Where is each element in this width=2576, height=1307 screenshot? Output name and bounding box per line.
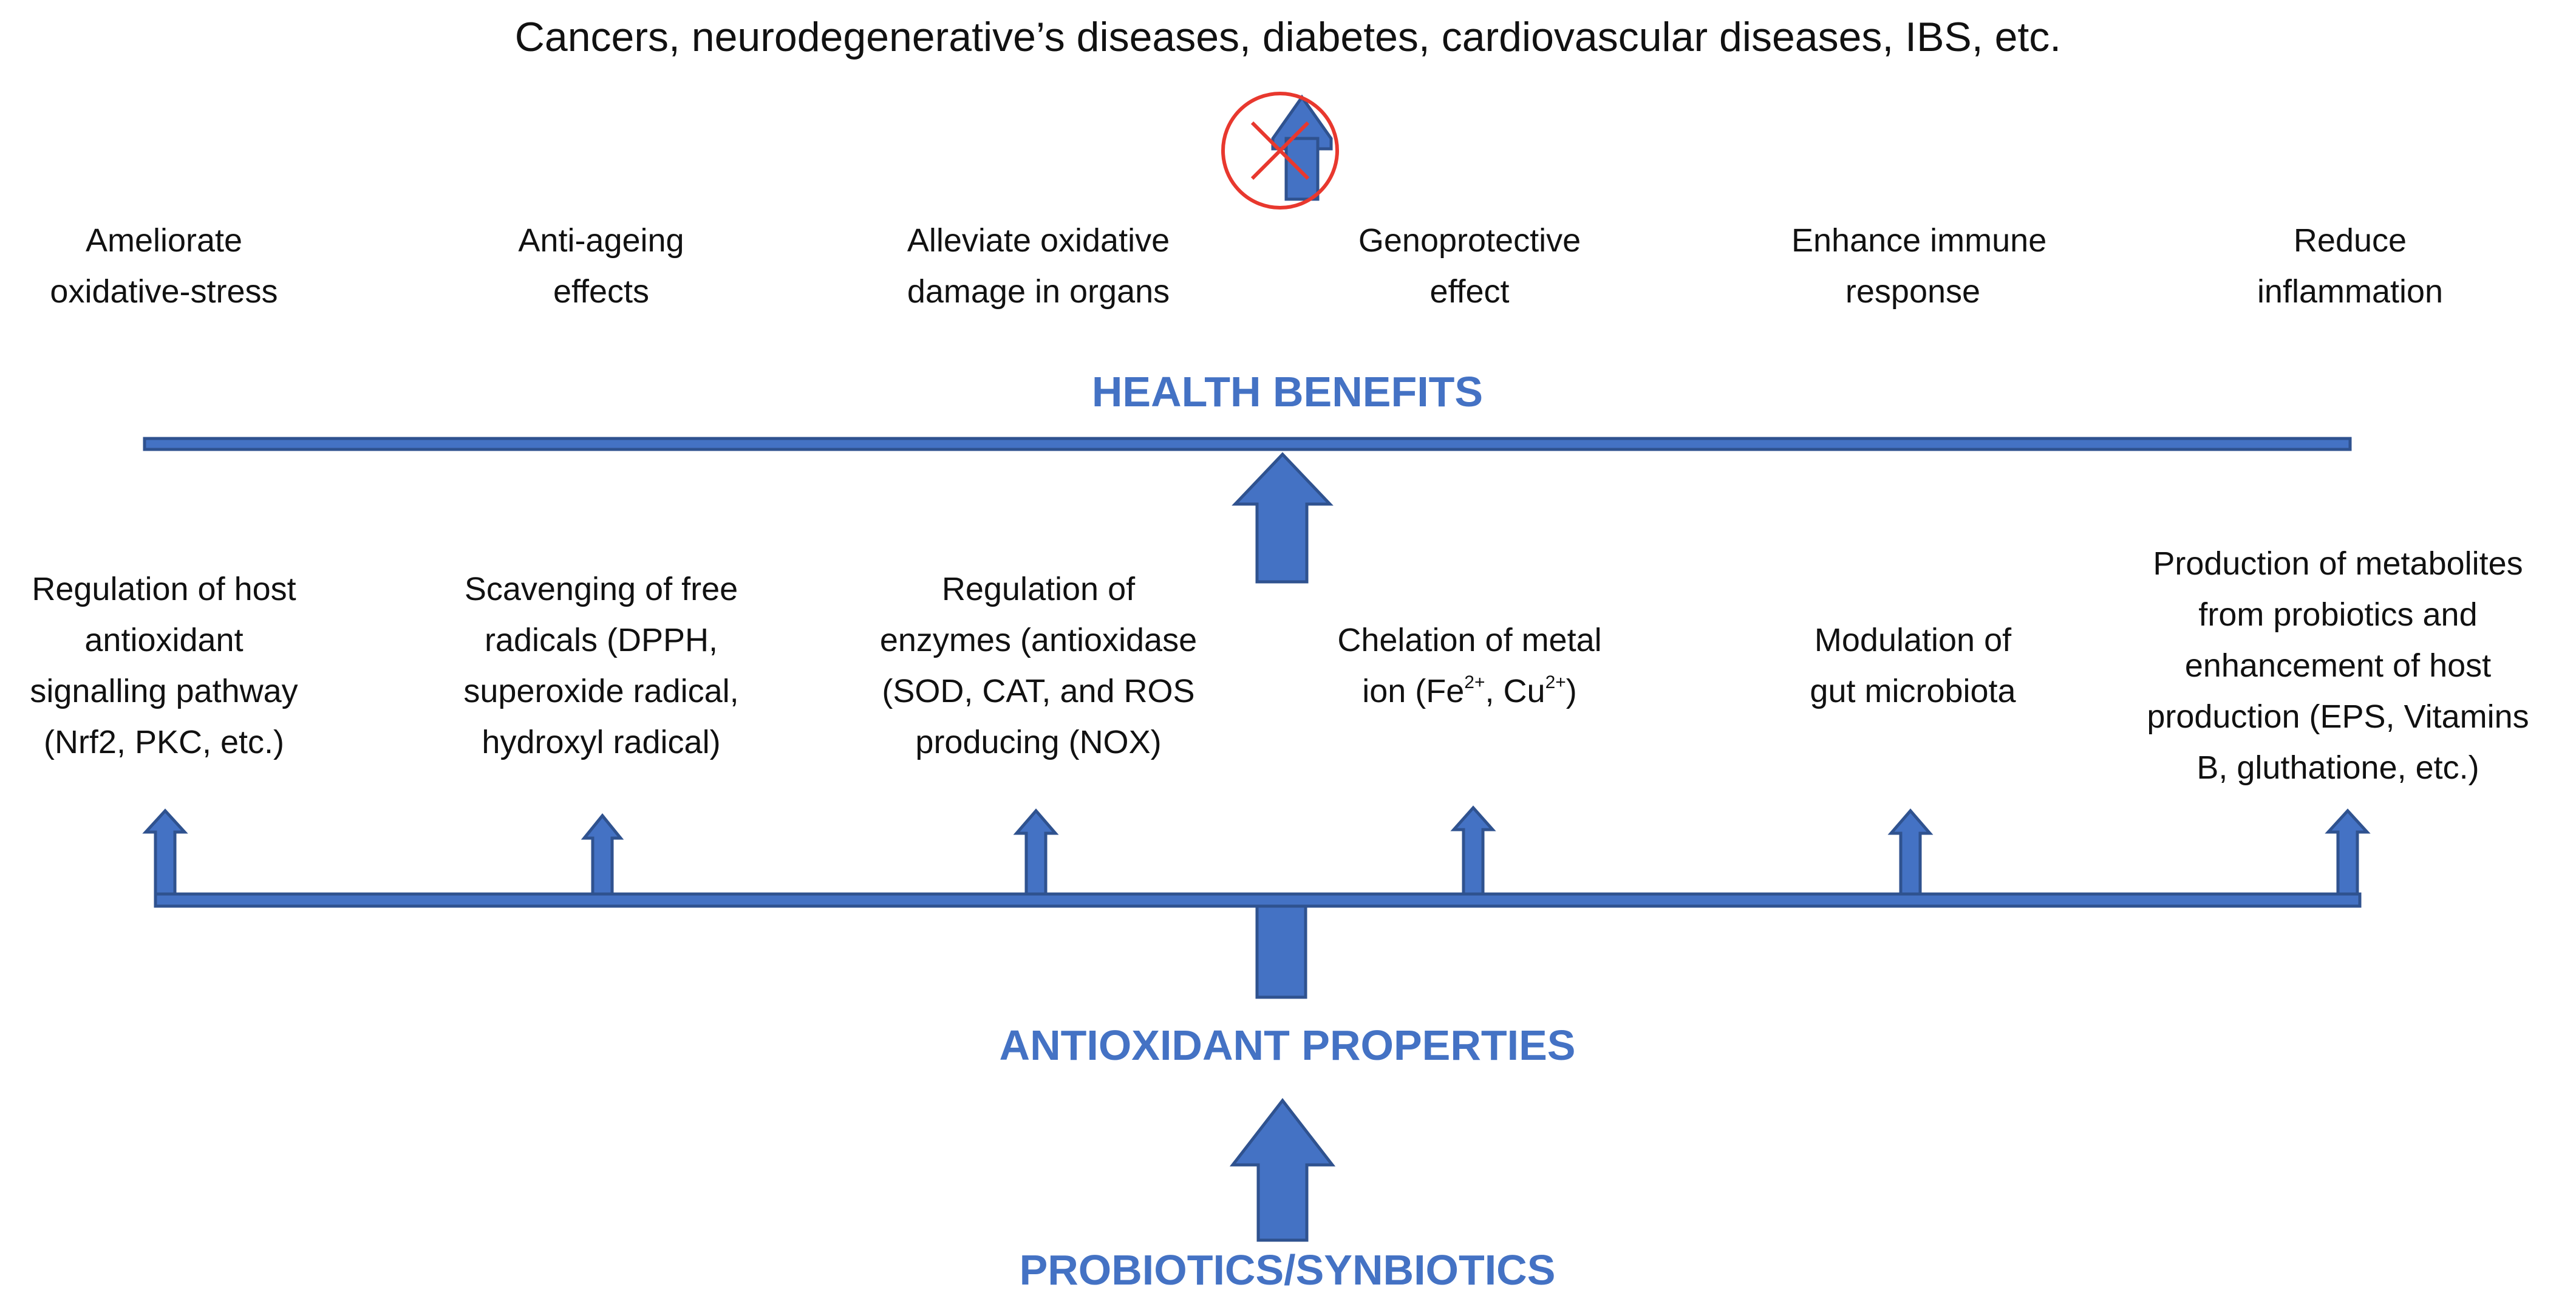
mechanism-host-antioxidant-signalling: Regulation of host antioxidant signallin… xyxy=(30,571,298,760)
antioxidant-stem xyxy=(1255,904,1307,999)
benefit-genoprotective: Genoprotective effect xyxy=(1358,222,1581,310)
benefit-enhance-immune: Enhance immune response xyxy=(1791,222,2047,310)
benefit-alleviate-oxidative-damage: Alleviate oxidative damage in organs xyxy=(907,222,1170,310)
mechanism-production-of-metabolites: Production of metabolites from probiotic… xyxy=(2147,545,2529,786)
health-benefits-title: HEALTH BENEFITS xyxy=(1091,368,1484,415)
benefit-reduce-inflammation: Reduce inflammation xyxy=(2257,222,2444,310)
prohibited-sign-icon xyxy=(1221,92,1339,210)
arrow-to-mechanism-1 xyxy=(142,808,188,896)
diseases-text: Cancers, neurodegenerative’s diseases, d… xyxy=(514,14,2062,60)
blocked-arrow-shaft xyxy=(1284,137,1320,201)
antioxidant-properties-bar xyxy=(154,892,2362,908)
probiotics-synbiotics-title: PROBIOTICS/SYNBIOTICS xyxy=(1019,1246,1556,1294)
health-benefits-bar xyxy=(143,437,2352,451)
benefit-ameliorate-oxidative-stress: Ameliorate oxidative-stress xyxy=(50,222,278,310)
arrow-to-health-benefits xyxy=(1232,452,1334,584)
mechanism-chelation-metal-ion: Chelation of metal ion (Fe2+, Cu2+) xyxy=(1337,622,1602,709)
arrow-to-antioxidant-properties xyxy=(1229,1097,1336,1242)
mechanism-regulation-of-enzymes: Regulation of enzymes (antioxidase (SOD,… xyxy=(879,571,1198,760)
arrow-to-mechanism-4 xyxy=(1450,805,1496,896)
mechanism-scavenging-free-radicals: Scavenging of free radicals (DPPH, super… xyxy=(463,571,739,760)
blocked-arrow-to-diseases xyxy=(1271,94,1333,151)
benefit-anti-ageing: Anti-ageing effects xyxy=(518,222,684,310)
arrow-to-mechanism-5 xyxy=(1887,808,1934,896)
arrow-to-mechanism-3 xyxy=(1013,808,1059,896)
mechanism-gut-microbiota: Modulation of gut microbiota xyxy=(1810,622,2016,709)
antioxidant-properties-title: ANTIOXIDANT PROPERTIES xyxy=(999,1022,1576,1069)
arrow-to-mechanism-6 xyxy=(2325,808,2371,896)
arrow-to-mechanism-2 xyxy=(581,813,624,896)
